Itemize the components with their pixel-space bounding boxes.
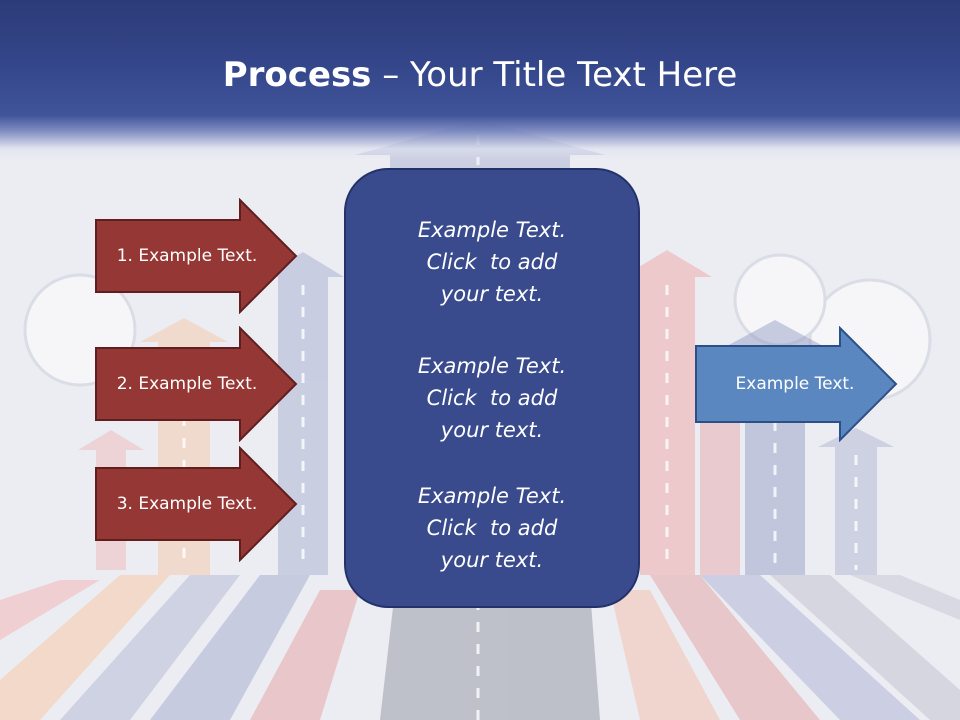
center-text-panel[interactable]: Example Text. Click to add your text. Ex… — [344, 168, 640, 608]
slide-title[interactable]: Process – Your Title Text Here — [0, 54, 960, 96]
left-arrow-1-label: 1. Example Text. — [116, 246, 258, 266]
right-arrow[interactable] — [694, 326, 900, 442]
panel-text-block-1[interactable]: Example Text. Click to add your text. — [417, 218, 567, 306]
panel-text-block-3[interactable]: Example Text. Click to add your text. — [417, 484, 567, 572]
left-arrow-2[interactable] — [94, 326, 300, 442]
left-arrow-3-label: 3. Example Text. — [116, 494, 258, 514]
left-arrow-1[interactable] — [94, 198, 300, 314]
title-bold-word: Process — [222, 55, 372, 95]
panel-text-block-2[interactable]: Example Text. Click to add your text. — [417, 354, 567, 442]
title-rest: – Your Title Text Here — [371, 55, 738, 95]
title-bar — [0, 0, 960, 160]
right-arrow-label: Example Text. — [735, 374, 855, 394]
left-arrow-2-label: 2. Example Text. — [116, 374, 258, 394]
left-arrow-3[interactable] — [94, 446, 300, 562]
